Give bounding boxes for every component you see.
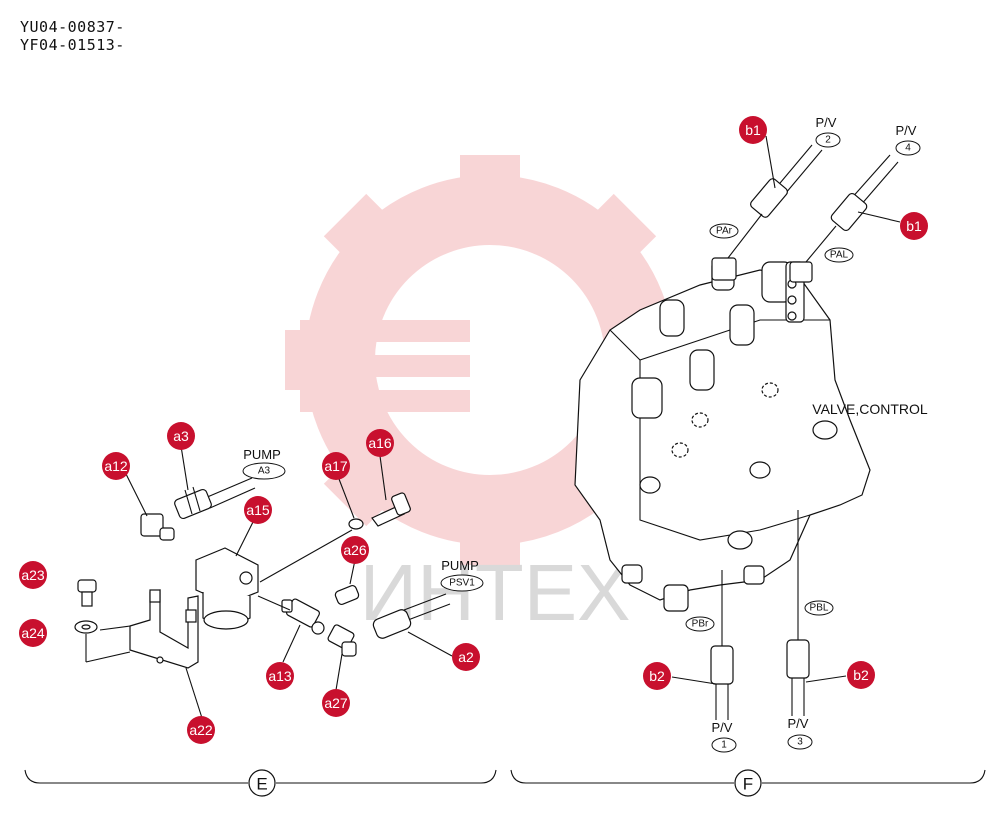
pv1-label: P/V 1 bbox=[711, 720, 737, 753]
pv2-label: P/V 2 bbox=[815, 115, 841, 148]
port-par-tag: PAr bbox=[709, 223, 739, 239]
bolt-a16 bbox=[371, 492, 411, 527]
callout-a2[interactable]: a2 bbox=[452, 643, 480, 671]
callout-a26-label: a26 bbox=[343, 542, 367, 558]
callout-a13-label: a13 bbox=[268, 668, 292, 684]
callout-a15-label: a15 bbox=[246, 502, 270, 518]
callout-a15[interactable]: a15 bbox=[244, 496, 272, 524]
section-brace-e: E bbox=[24, 769, 497, 797]
control-valve-body bbox=[574, 259, 871, 612]
callout-a3-label: a3 bbox=[173, 428, 189, 444]
bolt-a23 bbox=[77, 579, 97, 607]
callout-b2-right[interactable]: b2 bbox=[847, 661, 875, 689]
callout-b1-left-label: b1 bbox=[745, 122, 761, 138]
section-brace-f: F bbox=[510, 769, 986, 797]
port-pbr-tag: PBr bbox=[685, 616, 715, 632]
pump-psv1-port: PSV1 bbox=[449, 578, 475, 589]
port-pbl-text: PBL bbox=[810, 603, 829, 614]
callout-a27-label: a27 bbox=[324, 695, 348, 711]
hose-b1-right bbox=[805, 154, 899, 263]
callout-a24[interactable]: a24 bbox=[19, 619, 47, 647]
filter-body-a15 bbox=[195, 547, 259, 630]
pump-a3-title: PUMP bbox=[243, 447, 281, 462]
callout-a26[interactable]: a26 bbox=[341, 536, 369, 564]
elbow-fitting-a12 bbox=[140, 513, 175, 541]
pv4-label: P/V 4 bbox=[895, 123, 921, 156]
callout-a22[interactable]: a22 bbox=[187, 716, 215, 744]
hose-b1-left bbox=[727, 144, 823, 259]
callout-a24-label: a24 bbox=[21, 625, 45, 641]
pv1-port: 1 bbox=[721, 740, 727, 751]
pump-psv1-label: PUMP PSV1 bbox=[440, 558, 484, 592]
port-pbr-text: PBr bbox=[692, 619, 709, 630]
pv2-port: 2 bbox=[825, 135, 831, 146]
fitting-a26 bbox=[334, 584, 360, 606]
part-number-line-1: YU04-00837- bbox=[20, 18, 125, 36]
callout-a16[interactable]: a16 bbox=[366, 429, 394, 457]
callout-b2-left-label: b2 bbox=[649, 668, 665, 684]
callout-a27[interactable]: a27 bbox=[322, 689, 350, 717]
pv4-title: P/V bbox=[896, 123, 917, 138]
port-par-text: PAr bbox=[716, 226, 733, 237]
leader-lines-left bbox=[85, 445, 453, 719]
callout-a2-label: a2 bbox=[458, 649, 474, 665]
pv3-label: P/V 3 bbox=[787, 716, 813, 750]
pv3-title: P/V bbox=[788, 716, 809, 731]
hose-b2-left bbox=[710, 570, 734, 720]
port-pal-text: PAL bbox=[830, 250, 849, 261]
tee-fitting-a13 bbox=[281, 598, 325, 635]
fitting-a3-hose bbox=[174, 477, 256, 520]
callout-a12-label: a12 bbox=[104, 458, 128, 474]
pv1-title: P/V bbox=[712, 720, 733, 735]
washer-a24 bbox=[74, 620, 98, 634]
callout-b1-right-label: b1 bbox=[906, 218, 922, 234]
callout-a23-label: a23 bbox=[21, 567, 45, 583]
callout-b1-right[interactable]: b1 bbox=[900, 212, 928, 240]
callout-b2-left[interactable]: b2 bbox=[643, 662, 671, 690]
pv3-port: 3 bbox=[797, 737, 803, 748]
bracket-a22 bbox=[129, 589, 199, 669]
callout-a22-label: a22 bbox=[189, 722, 213, 738]
elbow-fitting-a27 bbox=[327, 624, 357, 657]
callout-a17[interactable]: a17 bbox=[322, 452, 350, 480]
callout-a12[interactable]: a12 bbox=[102, 452, 130, 480]
pump-a3-port: A3 bbox=[258, 466, 271, 477]
section-f-label: F bbox=[743, 775, 753, 794]
washer-a17 bbox=[348, 518, 364, 530]
hose-b2-right bbox=[786, 510, 810, 716]
part-number-line-2: YF04-01513- bbox=[20, 36, 125, 54]
pump-psv1-title: PUMP bbox=[441, 558, 479, 573]
section-e-label: E bbox=[256, 775, 267, 794]
port-pal-tag: PAL bbox=[824, 247, 854, 263]
callout-a13[interactable]: a13 bbox=[266, 662, 294, 690]
leader-lines-right bbox=[671, 135, 901, 685]
port-fittings-top bbox=[711, 257, 813, 283]
pv4-port: 4 bbox=[905, 143, 911, 154]
fitting-a2-hose bbox=[372, 593, 451, 639]
pv2-title: P/V bbox=[816, 115, 837, 130]
callout-b1-left[interactable]: b1 bbox=[739, 116, 767, 144]
pump-a3-label: PUMP A3 bbox=[242, 447, 286, 480]
callout-b2-right-label: b2 bbox=[853, 667, 869, 683]
valve-control-label: VALVE,CONTROL bbox=[812, 401, 928, 417]
callout-a17-label: a17 bbox=[324, 458, 348, 474]
port-pbl-tag: PBL bbox=[804, 600, 834, 616]
callout-a16-label: a16 bbox=[368, 435, 392, 451]
callout-a3[interactable]: a3 bbox=[167, 422, 195, 450]
callout-a23[interactable]: a23 bbox=[19, 561, 47, 589]
